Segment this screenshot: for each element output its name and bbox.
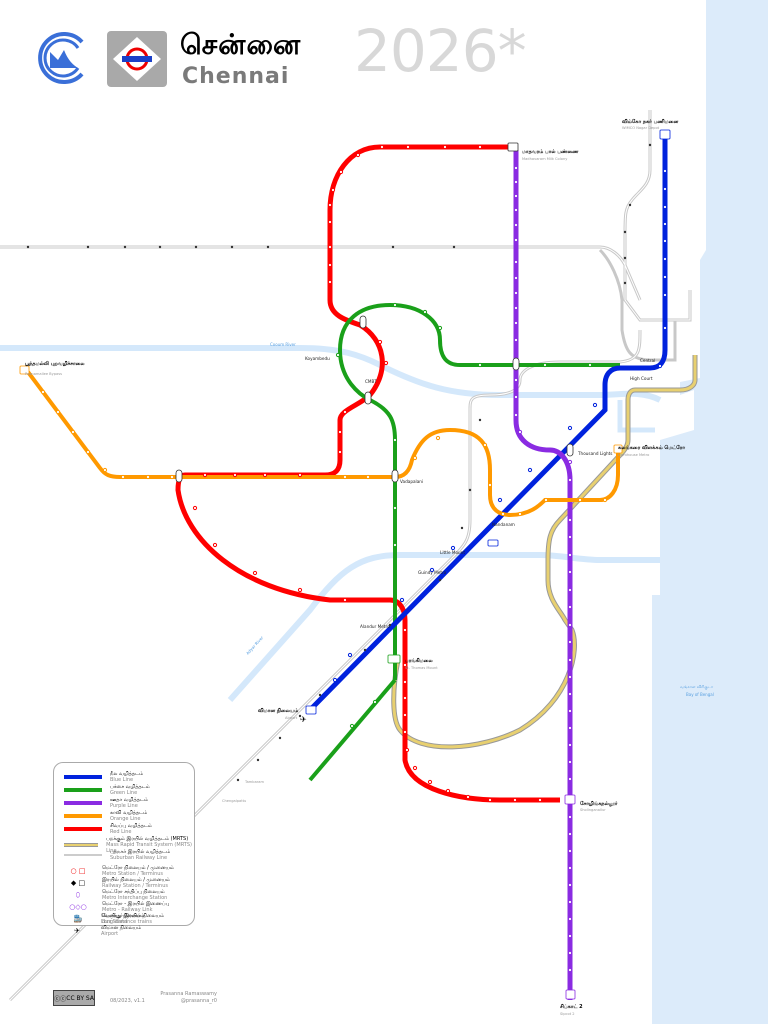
svg-text:Poonamallee Bypass: Poonamallee Bypass	[25, 372, 62, 376]
svg-text:Tambaram: Tambaram	[244, 780, 264, 784]
year-label: 2026*	[354, 17, 527, 85]
green-stations	[335, 302, 593, 729]
map-labels: மாதவரம் பால் பண்ணை Madhavaram Milk Colon…	[25, 119, 714, 1016]
suburban-lines-inner	[0, 110, 691, 1001]
svg-text:Sholinganallur: Sholinganallur	[580, 808, 606, 812]
svg-text:Little Mount: Little Mount	[440, 550, 465, 555]
svg-text:Guindy Metro: Guindy Metro	[418, 570, 447, 575]
cooum-river	[0, 345, 662, 403]
mrts-swatch	[64, 843, 99, 847]
svg-text:High Court: High Court	[630, 376, 653, 381]
label-madhavaram: மாதவரம் பால் பண்ணை	[522, 149, 579, 155]
header: சென்னை Chennai 2026*	[0, 0, 527, 110]
svg-text:Adyar River: Adyar River	[245, 635, 265, 656]
svg-text:சிப்காட் 2: சிப்காட் 2	[560, 1004, 583, 1010]
canal	[617, 400, 655, 433]
legend: நீல வழித்தடம்Blue Line பச்சை வழித்தடம்Gr…	[53, 762, 195, 926]
train-icon: 🚆	[72, 915, 82, 923]
author-name: Prasanna Ramaswamy	[160, 991, 217, 997]
svg-text:பரங்கிமலை: பரங்கிமலை	[405, 658, 433, 664]
author-handle[interactable]: @prasanna_r0	[180, 998, 217, 1004]
legend-mrts-line: பறக்கும் இரயில் வழித்தடம் (MRTS)Mass Rap…	[54, 836, 194, 854]
airport-icon: ✈	[74, 927, 80, 935]
title-tamil: சென்னை	[180, 28, 302, 61]
rail-stations	[26, 143, 652, 782]
title-english: Chennai	[182, 64, 290, 89]
svg-text:Cooum River: Cooum River	[270, 342, 296, 347]
legend-purple-line: ஊதா வழித்தடம்Purple Line	[54, 797, 148, 809]
svg-text:Vadapalani: Vadapalani	[400, 479, 423, 484]
legend-airport: ✈ விமான நிலையம்Airport	[53, 925, 141, 937]
svg-text:Madhavaram Milk Colony: Madhavaram Milk Colony	[522, 157, 568, 161]
suburban-swatch	[64, 854, 102, 856]
svg-text:விமான நிலையம்: விமான நிலையம்	[258, 708, 298, 714]
svg-text:Chengalpattu: Chengalpattu	[222, 799, 246, 803]
legend-bus-stand: 🚌 பேருந்து நிலையம்Bus Stand	[54, 913, 145, 925]
purple-line	[513, 150, 573, 1000]
legend-orange-line: காவி வழித்தடம்Orange Line	[54, 810, 147, 822]
svg-text:WIMCO Nagar Depot: WIMCO Nagar Depot	[622, 126, 660, 130]
purple-stations	[513, 165, 573, 973]
date-version: 08/2023, v1.1	[110, 998, 145, 1004]
interchange-markers	[19, 129, 671, 1000]
cc-icon: ⓒⓒ	[54, 995, 67, 1003]
red-swatch	[64, 827, 102, 831]
interchange-icon: ⬯	[75, 890, 81, 899]
svg-text:Lighthouse Metro: Lighthouse Metro	[618, 453, 649, 457]
svg-text:Nandanam: Nandanam	[492, 522, 515, 527]
legend-interchange: ⬯ மெட்ரோ சந்திப்பு நிலையம்Metro Intercha…	[54, 889, 168, 901]
metro-rail-logo	[107, 31, 167, 87]
metro-station-icon: ○ □	[70, 867, 86, 875]
mrts-line	[391, 355, 698, 750]
svg-text:Sipcot 2: Sipcot 2	[560, 1012, 575, 1016]
red-stations	[192, 144, 543, 803]
blue-stations	[332, 168, 668, 683]
legend-railway-station: ◆ □ இரயில் நிலையம் / முனையம்Railway Stat…	[54, 877, 170, 889]
svg-text:Airport: Airport	[285, 716, 298, 720]
svg-text:Alandur Metro: Alandur Metro	[360, 624, 390, 629]
svg-text:சோழிங்கநல்லூர்: சோழிங்கநல்லூர்	[580, 801, 618, 807]
legend-green-line: பச்சை வழித்தடம்Green Line	[54, 784, 150, 796]
blue-line	[308, 135, 668, 712]
svg-text:வங்காள விரிகுடா: வங்காள விரிகுடா	[680, 684, 714, 690]
airplane-icon: ✈	[300, 715, 307, 724]
orange-swatch	[64, 814, 102, 818]
svg-text:கலங்கரை விளக்கம் மெட்ரோ: கலங்கரை விளக்கம் மெட்ரோ	[618, 445, 685, 451]
green-line	[308, 302, 620, 782]
legend-suburban-line: புறநகர் இரயில் வழித்தடம்Suburban Railway…	[54, 849, 170, 861]
svg-text:Koyambedu: Koyambedu	[305, 356, 330, 361]
metro-rail-link-icon: ○◇○	[69, 903, 87, 911]
svg-text:விம்கோ நகர் பணிமனை: விம்கோ நகர் பணிமனை	[622, 119, 678, 125]
legend-metro-rail-link: ○◇○ மெட்ரோ - இரயில் இணைப்புMetro - Railw…	[54, 901, 169, 913]
legend-long-distance: 🚆 வெளியூர் இரயில் நிலையம்Long-distance t…	[53, 913, 164, 925]
svg-text:Thousand Lights: Thousand Lights	[577, 451, 612, 456]
bus-icon: 🚌	[73, 915, 83, 923]
purple-swatch	[64, 801, 102, 805]
legend-red-line: சிவப்பு வழித்தடம்Red Line	[54, 823, 152, 835]
orange-stations	[40, 389, 608, 517]
svg-text:CMBT: CMBT	[365, 379, 377, 384]
cmrl-logo-icon	[38, 32, 84, 84]
green-swatch	[64, 788, 102, 792]
svg-text:St. Thomas Mount: St. Thomas Mount	[405, 666, 438, 670]
sea-strip	[652, 595, 768, 1024]
adyar-river	[227, 552, 660, 702]
legend-metro-station: ○ □ மெட்ரோ நிலையம் / முனையம்Metro Statio…	[54, 865, 174, 877]
railway-station-icon: ◆ □	[70, 879, 86, 887]
svg-text:பூந்தமல்லி புறவழிச்சாலை: பூந்தமல்லி புறவழிச்சாலை	[25, 361, 85, 367]
svg-text:Central: Central	[640, 358, 655, 363]
legend-blue-line: நீல வழித்தடம்Blue Line	[54, 771, 143, 783]
svg-text:Bay of Bengal: Bay of Bengal	[686, 692, 714, 697]
blue-swatch	[64, 775, 102, 779]
